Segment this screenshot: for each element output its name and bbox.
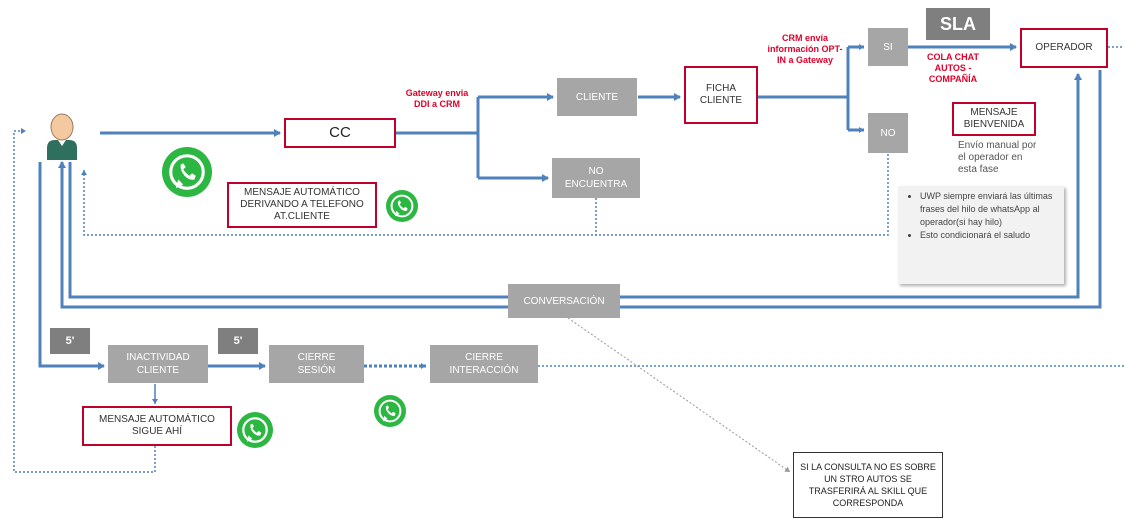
node-ficha-cliente: FICHA CLIENTE [684, 66, 758, 124]
label-envio-manual: Envío manual por el operador en esta fas… [958, 140, 1037, 175]
node-cierre-interaccion: CIERRE INTERACCIÓN [430, 345, 538, 383]
node-sla: SLA [926, 8, 990, 40]
node-mensaje-bienvenida: MENSAJE BIENVENIDA [952, 102, 1036, 136]
node-cierre-sesion: CIERRE SESIÓN [269, 345, 364, 383]
node-cliente: CLIENTE [557, 78, 637, 116]
whatsapp-icon [374, 395, 406, 427]
node-no-encuentra: NO ENCUENTRA [552, 158, 640, 198]
label-crm-envia: CRM envía información OPT-IN a Gateway [767, 33, 843, 65]
node-mensaje-auto-derivando: MENSAJE AUTOMÁTICO DERIVANDO A TELEFONO … [227, 182, 377, 228]
node-si: SI [868, 28, 908, 66]
note-item: UWP siempre enviará las últimas frases d… [920, 190, 1058, 229]
node-consulta-no-stro: SI LA CONSULTA NO ES SOBRE UN STRO AUTOS… [793, 452, 943, 518]
dotted-return-no [81, 154, 889, 236]
timer-5-a: 5' [50, 328, 90, 354]
label-gateway-envia: Gateway envia DDI a CRM [405, 88, 469, 109]
node-inactividad-cliente: INACTIVIDAD CLIENTE [108, 345, 208, 383]
label-cola-chat: COLA CHAT AUTOS - COMPAÑÍA [927, 52, 979, 84]
node-cc: CC [284, 118, 396, 148]
timer-5-b: 5' [218, 328, 258, 354]
node-operador: OPERADOR [1020, 28, 1108, 68]
node-mensaje-auto-sigue: MENSAJE AUTOMÁTICO SIGUE AHÍ [82, 406, 232, 446]
note-uwp: UWP siempre enviará las últimas frases d… [898, 186, 1064, 284]
node-no: NO [868, 113, 908, 153]
whatsapp-icon [237, 412, 273, 448]
note-item: Esto condicionará el saludo [920, 229, 1058, 242]
whatsapp-icon [162, 147, 212, 197]
user-icon [45, 110, 79, 160]
whatsapp-icon [386, 190, 418, 222]
dotted-return-outer [13, 128, 156, 473]
arrow-to-inactividad [38, 162, 105, 370]
dotted-conversacion-consulta [567, 317, 791, 473]
node-conversacion: CONVERSACIÓN [508, 284, 620, 318]
